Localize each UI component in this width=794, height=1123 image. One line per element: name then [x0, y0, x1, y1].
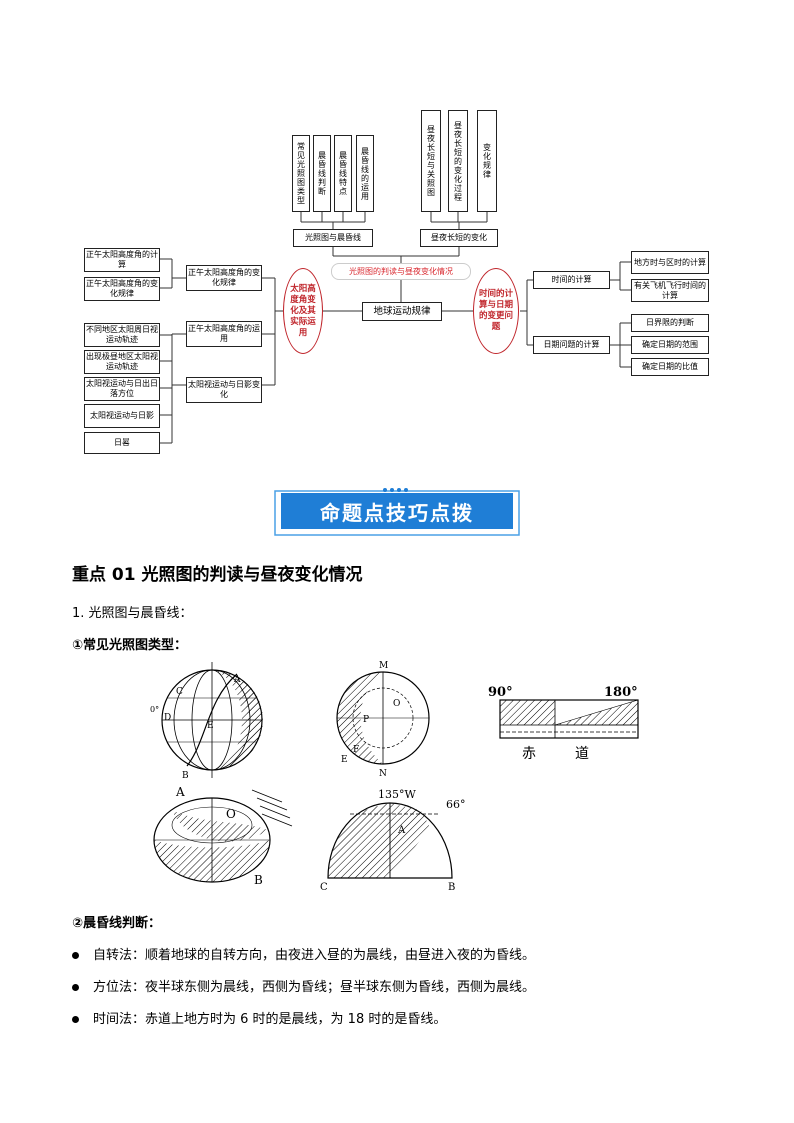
fig1-label: B — [182, 771, 189, 781]
subheading-2: ②晨昏线判断： — [72, 912, 161, 931]
fig2-label: N — [379, 769, 387, 779]
bullet-text: 自转法：顺着地球的自转方向，由夜进入昼的为晨线，由昼进入夜的为昏线。 — [93, 948, 535, 963]
mindmap-leaf-change-rule: 变化规律 — [477, 110, 497, 212]
figure-5-dome: 135°W 66° A C B — [320, 788, 466, 893]
mindmap-left-leaf: 不同地区太阳周日视运动轨迹 — [84, 323, 160, 347]
mindmap-leaf-terminator-use: 晨昏线的运用 — [356, 135, 374, 212]
figure-1-globe: A C 0° D E B — [150, 662, 263, 781]
fig2-label: O — [393, 699, 400, 709]
mindmap-leaf-daynight-process: 昼夜长短的变化过程 — [448, 110, 468, 212]
fig3-label: 180° — [604, 685, 638, 700]
figure-4-oblique: A O B — [154, 785, 292, 887]
mindmap-right-mid-2: 日期问题的计算 — [533, 336, 610, 354]
fig3-label: 90° — [488, 685, 513, 700]
bullet-item: 时间法：赤道上地方时为 6 时的是晨线，为 18 时的是昏线。 — [72, 1008, 446, 1027]
fig5-label: 135°W — [378, 788, 416, 801]
mindmap-left-leaf: 正午太阳高度角的变化规律 — [84, 277, 160, 301]
mindmap-branch-light-map: 光照图与晨昏线 — [293, 229, 373, 247]
section-banner: 命题点技巧点拨 — [273, 487, 521, 537]
fig2-label: M — [379, 661, 388, 671]
mindmap-leaf-light-map-types: 常见光照图类型 — [292, 135, 310, 212]
fig1-label: D — [164, 713, 171, 723]
mindmap-left-leaf: 正午太阳高度角的计算 — [84, 248, 160, 272]
figure-2-polar: M O P F E N — [337, 661, 429, 779]
mindmap-right-leaf: 地方时与区时的计算 — [631, 251, 709, 274]
fig1-label: C — [176, 687, 183, 697]
section-title: 重点 01 光照图的判读与昼夜变化情况 — [72, 560, 363, 585]
mindmap-leaf-daynight-map: 昼夜长短与关照图 — [421, 110, 441, 212]
fig2-label: F — [353, 745, 359, 755]
banner-title: 命题点技巧点拨 — [281, 493, 513, 529]
mindmap-left-mid-3: 太阳视运动与日影变化 — [186, 377, 262, 403]
subheading-1: 1. 光照图与晨昏线： — [72, 602, 193, 621]
mindmap-left-leaf: 太阳视运动与日出日落方位 — [84, 377, 160, 401]
subheading-1a: ①常见光照图类型： — [72, 634, 187, 653]
fig2-label: E — [341, 755, 348, 765]
fig4-label: A — [175, 785, 185, 799]
figure-3-rect: 90° 180° 赤 道 — [488, 685, 638, 762]
fig4-label: O — [226, 807, 236, 821]
bullet-item: 方位法：夜半球东侧为晨线，西侧为昏线；昼半球东侧为昏线，西侧为晨线。 — [72, 976, 535, 995]
mindmap-right-leaf: 确定日期的范围 — [631, 336, 709, 354]
bullet-text: 方位法：夜半球东侧为晨线，西侧为昏线；昼半球东侧为昏线，西侧为晨线。 — [93, 980, 535, 995]
fig5-label: B — [448, 882, 455, 893]
bullet-dot — [72, 1016, 79, 1023]
fig1-label: 0° — [150, 705, 159, 714]
fig2-label: P — [363, 715, 369, 725]
mindmap-leaf-terminator-features: 晨昏线特点 — [334, 135, 352, 212]
mindmap-red-label: 光照图的判读与昼夜变化情况 — [331, 263, 471, 280]
light-map-figures: A C 0° D E B M O P F E N 90° 180° 赤 道 — [150, 660, 650, 895]
mindmap-left-leaf: 出现极昼地区太阳视运动轨迹 — [84, 350, 160, 374]
mindmap-left-mid-2: 正午太阳高度角的运用 — [186, 321, 262, 347]
mindmap-branch-daynight: 昼夜长短的变化 — [420, 229, 498, 247]
mindmap-left-leaf: 日晷 — [84, 432, 160, 454]
mindmap-left-mid-1: 正午太阳高度角的变化规律 — [186, 265, 262, 291]
mindmap-center: 地球运动规律 — [362, 302, 442, 321]
mindmap-right-leaf: 确定日期的比值 — [631, 358, 709, 376]
bullet-item: 自转法：顺着地球的自转方向，由夜进入昼的为晨线，由昼进入夜的为昏线。 — [72, 944, 535, 963]
mindmap-right-leaf: 有关飞机飞行时间的计算 — [631, 279, 709, 302]
fig1-label: A — [233, 675, 241, 685]
fig5-label: 66° — [446, 798, 466, 811]
fig4-label: B — [254, 873, 263, 887]
mindmap-left-leaf: 太阳视运动与日影 — [84, 404, 160, 428]
bullet-dot — [72, 984, 79, 991]
mindmap-right-mid-1: 时间的计算 — [533, 271, 610, 289]
fig5-label: C — [320, 882, 328, 893]
fig3-label: 道 — [575, 746, 589, 762]
mindmap-right-oval: 时间的计算与日期的变更问题 — [473, 268, 519, 354]
mindmap-leaf-terminator-judgement: 晨昏线判断 — [313, 135, 331, 212]
bullet-text: 时间法：赤道上地方时为 6 时的是晨线，为 18 时的是昏线。 — [93, 1012, 446, 1027]
mindmap-left-oval: 太阳高度角变化及其实际运用 — [283, 268, 323, 354]
fig3-label: 赤 — [522, 746, 536, 762]
fig1-label: E — [207, 721, 214, 731]
mindmap-right-leaf: 日界限的判断 — [631, 314, 709, 332]
fig5-label: A — [397, 825, 406, 836]
bullet-dot — [72, 952, 79, 959]
